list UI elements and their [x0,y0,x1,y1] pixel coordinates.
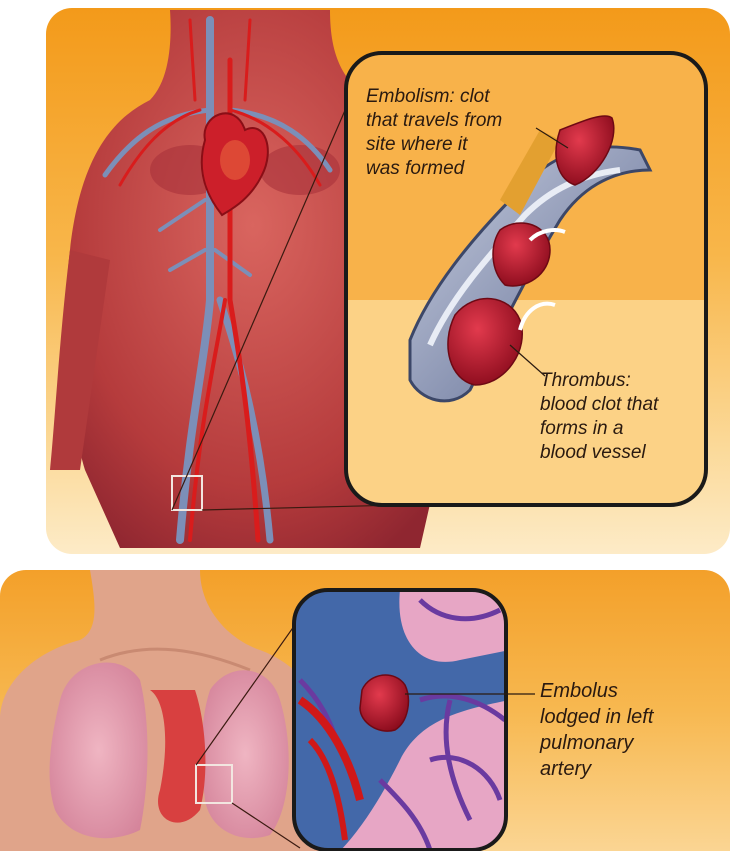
lung-tissue-inset [294,590,535,851]
embolus-label: Embolus lodged in left pulmonary artery [540,678,710,782]
thrombus-label: Thrombus: blood clot that forms in a blo… [540,369,710,465]
embolism-label: Embolism: clot that travels from site wh… [366,85,556,181]
